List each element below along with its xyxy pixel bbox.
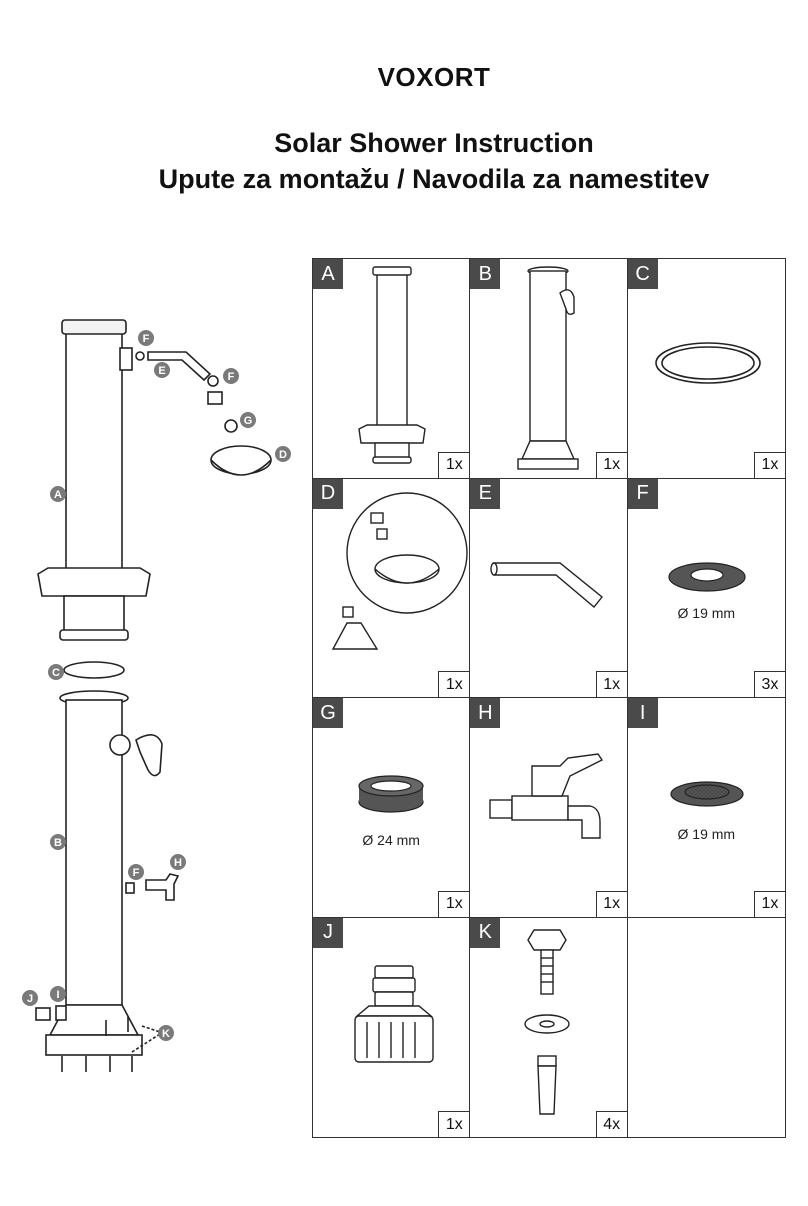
tap-drawing bbox=[489, 753, 604, 839]
part-letter: G bbox=[313, 698, 343, 728]
washer-24mm-drawing bbox=[358, 775, 424, 813]
upper-tube-drawing bbox=[358, 266, 426, 464]
callout-f: F bbox=[228, 371, 235, 383]
part-cell-i: I Ø 19 mm 1x bbox=[627, 698, 785, 918]
page-title: Solar Shower Instruction bbox=[274, 128, 594, 158]
part-letter: C bbox=[627, 259, 658, 289]
callout-d: D bbox=[279, 449, 287, 461]
part-quantity: 1x bbox=[438, 671, 470, 697]
part-letter: F bbox=[627, 478, 658, 509]
washer-19mm-drawing bbox=[668, 561, 746, 592]
part-quantity: 1x bbox=[438, 1111, 470, 1137]
part-quantity: 1x bbox=[753, 890, 785, 917]
part-letter: J bbox=[313, 917, 343, 948]
part-cell-b: B 1x bbox=[470, 259, 628, 479]
shower-head-drawing bbox=[331, 491, 468, 650]
callout-f: F bbox=[133, 867, 140, 879]
seal-ring-drawing bbox=[654, 342, 761, 384]
part-letter: E bbox=[470, 478, 501, 509]
part-letter: K bbox=[470, 917, 501, 948]
parts-grid: A 1x B 1x C bbox=[312, 258, 786, 1138]
part-dimension: Ø 19 mm bbox=[677, 826, 736, 842]
part-cell-j: J 1x bbox=[313, 917, 471, 1137]
part-quantity: 1x bbox=[595, 451, 627, 478]
part-cell-g: G Ø 24 mm 1x bbox=[313, 698, 471, 918]
callout-a: A bbox=[54, 489, 62, 501]
part-dimension: Ø 24 mm bbox=[362, 832, 420, 848]
part-cell-a: A 1x bbox=[313, 259, 471, 479]
part-cell-h: H 1x bbox=[470, 698, 628, 918]
part-cell-e: E 1x bbox=[470, 478, 628, 698]
part-quantity: 1x bbox=[438, 451, 470, 478]
empty-cell bbox=[628, 918, 785, 1138]
part-quantity: 3x bbox=[753, 671, 785, 697]
bolt-set-drawing bbox=[524, 928, 571, 1115]
lower-tube-drawing bbox=[517, 266, 580, 470]
part-dimension: Ø 19 mm bbox=[677, 604, 736, 621]
callout-g: G bbox=[244, 415, 253, 427]
part-quantity: 1x bbox=[438, 890, 470, 917]
part-letter: H bbox=[470, 698, 501, 728]
hose-connector-drawing bbox=[354, 964, 434, 1063]
part-quantity: 1x bbox=[595, 671, 627, 697]
page-subtitle: Upute za montažu / Navodila za namestite… bbox=[158, 164, 710, 194]
part-cell-f: F Ø 19 mm 3x bbox=[627, 478, 785, 698]
part-letter: D bbox=[313, 478, 343, 509]
callout-b: B bbox=[54, 837, 62, 849]
callout-c: C bbox=[52, 667, 60, 679]
callout-h: H bbox=[174, 857, 182, 869]
part-quantity: 1x bbox=[595, 890, 627, 917]
filter-washer-drawing bbox=[670, 781, 744, 807]
callout-f: F bbox=[143, 333, 150, 345]
part-quantity: 4x bbox=[595, 1111, 627, 1137]
part-cell-k: K 4x bbox=[470, 917, 628, 1137]
brand-name: VOXORT bbox=[377, 62, 491, 92]
assembly-diagram: A B C D E F F G F H I J K bbox=[22, 319, 291, 1072]
callout-j: J bbox=[27, 993, 33, 1005]
part-letter: I bbox=[627, 698, 658, 728]
part-cell-c: C 1x bbox=[627, 259, 785, 479]
callout-k: K bbox=[162, 1028, 170, 1040]
callout-i: I bbox=[56, 989, 59, 1001]
callout-e: E bbox=[158, 365, 165, 377]
part-cell-d: D 1x bbox=[313, 478, 471, 698]
part-quantity: 1x bbox=[753, 451, 785, 478]
part-letter: A bbox=[313, 259, 343, 289]
shower-arm-drawing bbox=[490, 561, 604, 608]
part-letter: B bbox=[470, 259, 501, 289]
